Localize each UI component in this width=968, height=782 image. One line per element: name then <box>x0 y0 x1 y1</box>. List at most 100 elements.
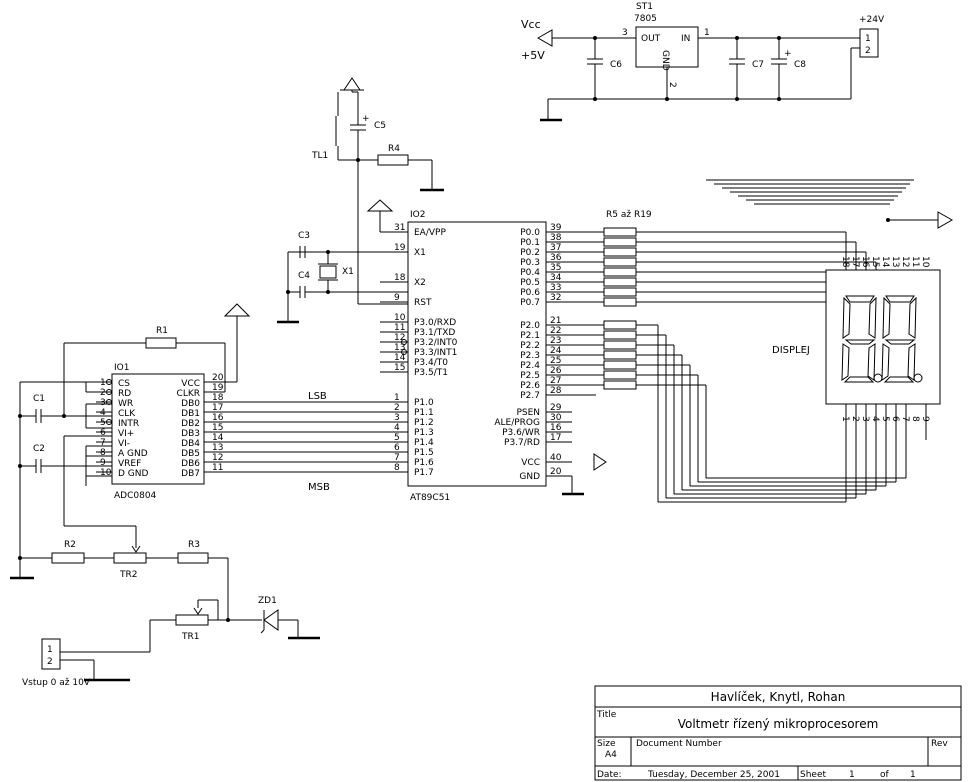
regulator-pin-in: 1 <box>704 28 710 38</box>
c3-label: C3 <box>298 231 310 241</box>
ic1-pin-2-name: RD <box>118 389 131 399</box>
sheet-number: 1 <box>849 770 855 780</box>
ic2-pin-27-number: 27 <box>550 376 561 386</box>
ic1-pin-10-name: D GND <box>118 469 148 479</box>
display-bottom-pin-2: 2 <box>850 416 860 422</box>
ic1-pin-17-number: 17 <box>212 403 223 413</box>
ic2-pin-34-number: 34 <box>550 273 562 283</box>
digit-2-segments <box>881 295 917 383</box>
ic1-pin-18-number: 18 <box>212 393 224 403</box>
ic1-pin-6-name: VI+ <box>118 429 134 439</box>
ic2-pin-9-number: 9 <box>394 293 400 303</box>
ic2-pin-38-name: P0.1 <box>520 238 540 248</box>
ic1-pin-14-name: DB4 <box>181 439 200 449</box>
tr2-label: TR2 <box>119 570 137 580</box>
ic2-pin-33-name: P0.6 <box>520 288 540 298</box>
ic2-pin-10-number: 10 <box>394 313 406 323</box>
ic1-pin-11-name: DB7 <box>181 469 200 479</box>
display-bottom-pin-3: 3 <box>860 416 870 422</box>
adc-periphery: R1 C1 C2 <box>10 303 320 688</box>
msb-label: MSB <box>308 482 330 493</box>
ic2-pin-30-name: ALE/PROG <box>494 418 540 428</box>
trimmer-tr1 <box>175 614 209 626</box>
ic2-pin-10-name: P3.0/RXD <box>414 318 456 328</box>
ic2-pin-36-number: 36 <box>550 253 562 263</box>
ic1-pin-17-name: DB1 <box>181 409 200 419</box>
trimmer-tr2 <box>113 552 147 564</box>
ic2-pin-25-number: 25 <box>550 356 561 366</box>
ic2-pin-40-name: VCC <box>521 458 540 468</box>
ic2-pin-32-name: P0.7 <box>520 298 540 308</box>
ic2-pin-31-name: EA/VPP <box>414 228 446 238</box>
ic2-pin-26-name: P2.5 <box>520 371 540 381</box>
display-top-pin-17: 17 <box>850 256 860 267</box>
wiper-arrow-icon <box>131 545 141 553</box>
ic2-pin-4-number: 4 <box>394 423 400 433</box>
display-top-pin-15: 15 <box>870 256 880 267</box>
ic2-pin-35-name: P0.4 <box>520 268 540 278</box>
input-pin-1: 1 <box>47 645 53 655</box>
ic2-pin-4-name: P1.3 <box>414 428 434 438</box>
ic2-ref: IO2 <box>410 210 425 220</box>
ic2-pin-14-number: 14 <box>394 353 406 363</box>
resistor-13 <box>603 320 637 330</box>
ic1-pin-16-name: DB2 <box>181 419 200 429</box>
resistor-11 <box>603 287 637 297</box>
r4-label: R4 <box>388 144 400 154</box>
wiper-arrow-icon <box>193 607 203 615</box>
ic1-pin-2-number: 2 <box>100 388 106 398</box>
inverted-pin-icon <box>401 349 407 355</box>
ic2-pin-13-name: P3.3/INT1 <box>414 348 457 358</box>
ic2-pin-32-number: 32 <box>550 293 561 303</box>
x1-label: X1 <box>342 267 354 277</box>
ic1-pin-13-number: 13 <box>212 443 223 453</box>
ic1-pin-10-number: 10 <box>100 468 112 478</box>
ic2-pin-19-name: X1 <box>414 248 426 258</box>
ic2-pin-3-name: P1.2 <box>414 418 434 428</box>
vcc-arrow-icon <box>536 29 553 47</box>
ic2-pin-5-name: P1.4 <box>414 438 434 448</box>
ic1-pin-7-number: 7 <box>100 438 106 448</box>
display-top-pin-11: 11 <box>910 256 920 267</box>
ic2-body <box>407 221 547 487</box>
zd1-label: ZD1 <box>258 596 277 606</box>
crystal-circuit: C3 C4 X1 <box>277 231 408 324</box>
power-supply: Vcc +5V ST1 7805 OUT IN GND 3 1 2 C6 C7 … <box>521 2 885 122</box>
ic1-pin-13-name: DB5 <box>181 449 200 459</box>
title-block: Havlíček, Knytl, Rohan Title Voltmetr ří… <box>594 685 962 781</box>
regulator-gnd-label: GND <box>660 50 670 71</box>
plus24v-label: +24V <box>859 15 885 25</box>
c7-label: C7 <box>752 60 764 70</box>
ic1-pin-7-name: VI- <box>118 439 130 449</box>
ic1-pin-14-number: 14 <box>212 433 224 443</box>
display-top-pin-14: 14 <box>880 256 890 268</box>
ic2-pin-34-name: P0.5 <box>520 278 540 288</box>
resistor-19 <box>603 380 637 390</box>
plus5v-label: +5V <box>521 49 545 62</box>
ic2-pin-17-number: 17 <box>550 433 561 443</box>
resistor-12 <box>603 297 637 307</box>
ic1-pin-3-name: WR <box>118 399 133 409</box>
title-block-frame <box>594 685 962 781</box>
input-label: Vstup 0 až 10V <box>22 678 91 688</box>
regulator-pin-gnd: 2 <box>667 82 677 88</box>
regulator-ref: ST1 <box>636 2 653 12</box>
display-top-pin-10: 10 <box>920 256 930 268</box>
ic2-pin-28-name: P2.7 <box>520 391 540 401</box>
ic2-pin-30-number: 30 <box>550 413 562 423</box>
ic1-pin-16-number: 16 <box>212 413 224 423</box>
ic2-pin-3-number: 3 <box>394 413 400 423</box>
resistor-16 <box>603 350 637 360</box>
ic2-pin-23-name: P2.2 <box>520 341 540 351</box>
ic1-pin-4-name: CLK <box>118 409 136 419</box>
ic2-pin-31-number: 31 <box>394 223 405 233</box>
ic2-pin-23-number: 23 <box>550 336 561 346</box>
ic2-pin-29-name: PSEN <box>516 408 540 418</box>
display-top-pin-12: 12 <box>900 256 910 267</box>
drawing-title: Voltmetr řízený mikroprocesorem <box>678 717 879 731</box>
date-label: Date: <box>597 770 622 780</box>
resistor-r1 <box>145 337 177 349</box>
ic2-pin-37-number: 37 <box>550 243 561 253</box>
c6-label: C6 <box>610 60 622 70</box>
